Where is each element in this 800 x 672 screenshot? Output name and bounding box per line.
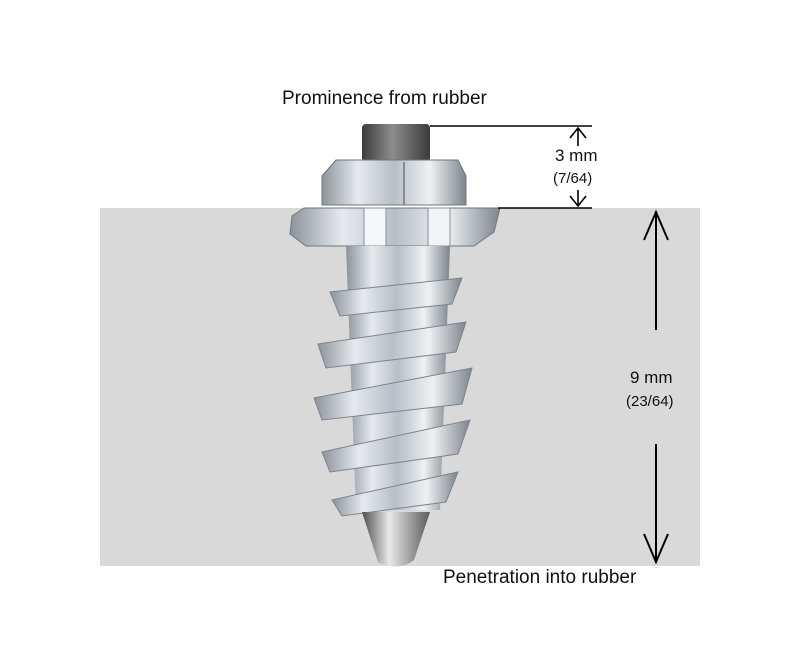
penetration-label: Penetration into rubber [443,567,637,588]
penetration-mm-value: 9 mm [630,368,673,387]
penetration-inch-value: (23/64) [626,393,674,410]
prominence-inch-value: (7/64) [553,170,593,187]
prominence-label: Prominence from rubber [282,88,487,109]
stud-image [289,124,501,567]
prominence-mm-value: 3 mm [555,146,598,165]
prominence-dimension [430,125,592,209]
penetration-dimension [643,209,669,565]
